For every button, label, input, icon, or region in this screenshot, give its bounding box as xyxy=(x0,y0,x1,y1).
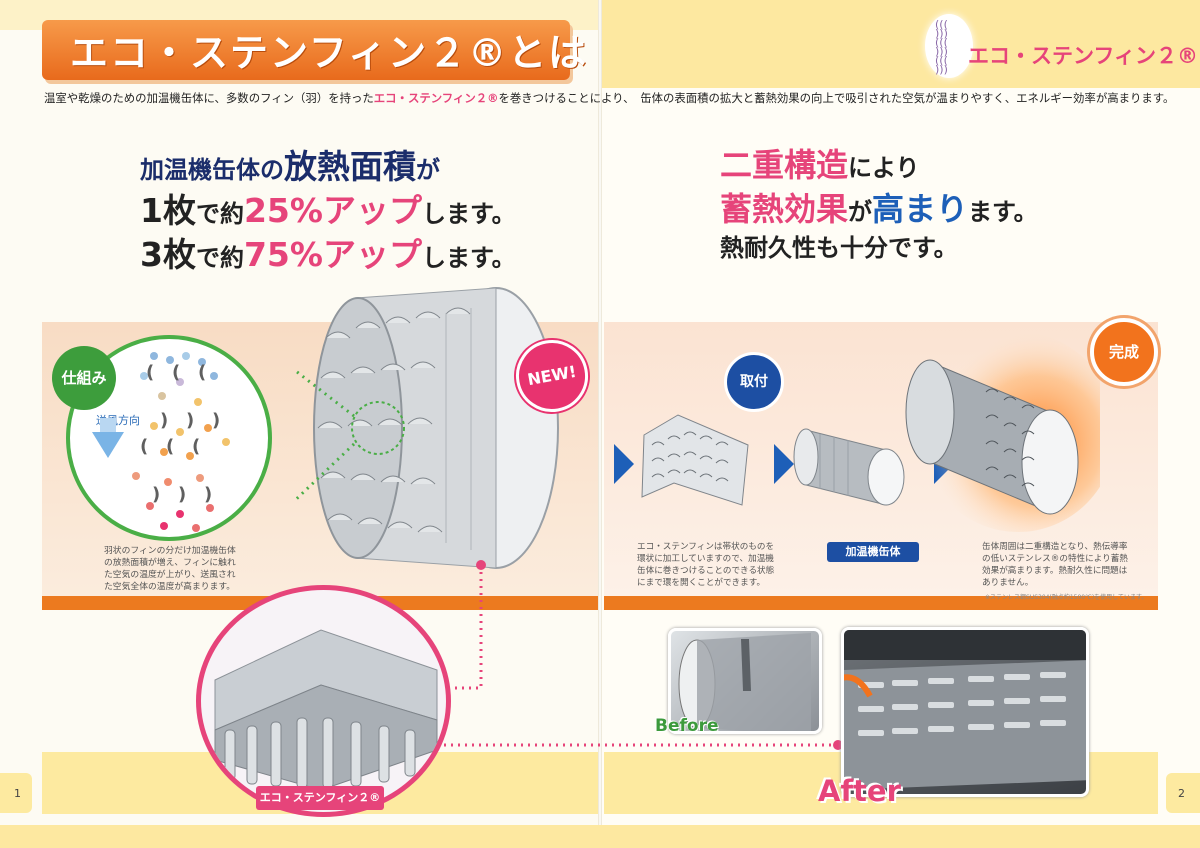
hl-l3a: 3枚 xyxy=(140,235,196,274)
wind-down-arrow-icon xyxy=(92,432,124,458)
top-band-right xyxy=(600,0,1200,88)
intro-part2: を巻きつけることにより、 缶体の表面積の拡大と蓄熱効果の向上で吸引された空気が温… xyxy=(498,91,1175,105)
hl-l2d: します。 xyxy=(421,200,516,228)
before-photo xyxy=(668,628,822,734)
hl-l1b: 放熱面積 xyxy=(284,147,416,186)
hr-l1a: 二重構造 xyxy=(720,146,849,184)
page-number-right: 2 xyxy=(1178,787,1185,800)
plain-cylinder-photo xyxy=(678,633,811,731)
hr-l2c: 高まり xyxy=(872,190,969,228)
headline-left-line1: 加温機缶体の放熱面積が xyxy=(140,140,580,186)
hr-l2a: 蓄熱効果 xyxy=(720,190,849,228)
page-number-left: 1 xyxy=(14,787,21,800)
completed-unit-illustration xyxy=(905,332,1100,532)
hr-l3: 熱耐久性も十分です。 xyxy=(720,234,958,262)
product-label: エコ・ステンフィン２® xyxy=(256,786,384,810)
hl-l1a: 加温機缶体の xyxy=(140,156,284,184)
headline-left: 加温機缶体の放熱面積が 1枚で約25%アップします。 3枚で約75%アップします… xyxy=(140,140,580,274)
intro-text: 温室や乾燥のための加温機缶体に、多数のフィン（羽）を持ったエコ・ステンフィン２®… xyxy=(44,90,1174,106)
open-fin-illustration xyxy=(641,414,749,506)
steel-fin-ring-photo xyxy=(214,629,438,791)
hr-l2b: が xyxy=(848,198,873,226)
complete-badge: 完成 xyxy=(1090,318,1158,386)
headline-left-line2: 1枚で約25%アップします。 xyxy=(140,184,580,230)
hl-l3d: します。 xyxy=(421,244,516,272)
after-photo xyxy=(841,627,1089,797)
headline-right-line1: 二重構造により xyxy=(720,140,1160,184)
headline-right: 二重構造により 蓄熱効果が高まります。 熱耐久性も十分です。 xyxy=(720,140,1160,272)
bottom-strip xyxy=(0,825,1200,848)
after-label: After xyxy=(818,774,901,808)
page-tab-right xyxy=(1166,773,1200,813)
wind-arrow-stem xyxy=(100,418,116,434)
logo-emblem xyxy=(925,14,973,78)
headline-right-line3: 熱耐久性も十分です。 xyxy=(720,228,1160,272)
hl-l2a: 1枚 xyxy=(140,191,196,230)
heater-body-label: 加温機缶体 xyxy=(827,542,919,562)
hr-l2d: ます。 xyxy=(968,198,1038,226)
hl-l2c: 25%アップ xyxy=(243,191,422,230)
mechanism-badge: 仕組み xyxy=(52,346,116,410)
heater-body-illustration xyxy=(793,428,905,506)
page-tab-left xyxy=(0,773,32,813)
hr-l1b: により xyxy=(848,154,920,182)
headline-left-line3: 3枚で約75%アップします。 xyxy=(140,228,580,274)
title-bar xyxy=(42,20,570,80)
hl-l3c: 75%アップ xyxy=(243,235,422,274)
page-fold xyxy=(598,0,602,848)
fin-ring-illustration xyxy=(296,287,559,569)
fin-install-note: エコ・ステンフィンは帯状のものを環状に加工していますので、加温機缶体に巻きつける… xyxy=(637,542,775,588)
material-footnote: ※ステンレス鋼SUS304(融点約1500℃)を使用しています。 xyxy=(985,594,1148,601)
hl-l2b: で約 xyxy=(195,200,244,228)
intro-highlight: エコ・ステンフィン２® xyxy=(373,91,499,105)
intro-part1: 温室や乾燥のための加温機缶体に、多数のフィン（羽）を持った xyxy=(44,91,374,105)
logo-text: エコ・ステンフィン２® xyxy=(968,44,1198,68)
product-photo xyxy=(196,585,451,817)
hl-l1c: が xyxy=(416,156,440,184)
step-arrow-icon-1 xyxy=(614,444,634,484)
mechanism-note: 羽状のフィンの分だけ加温機缶体の放熱面積が増え、フィンに触れた空気の温度が上がり… xyxy=(104,546,236,592)
completion-note: 缶体周囲は二重構造となり、熱伝導率の低いステンレス®の特性により蓄熱効果が高まり… xyxy=(982,542,1128,588)
page-title: エコ・ステンフィン２®とは xyxy=(70,31,589,75)
fin-logo-icon: ((( ))) ((( ))) ((( ))) xyxy=(935,18,948,76)
hl-l3b: で約 xyxy=(195,244,244,272)
install-badge: 取付 xyxy=(724,352,784,412)
before-label: Before xyxy=(655,716,719,736)
finned-cylinder-photo xyxy=(844,630,1086,790)
headline-right-line2: 蓄熱効果が高まります。 xyxy=(720,184,1160,228)
step-arrow-icon-2 xyxy=(774,444,794,484)
